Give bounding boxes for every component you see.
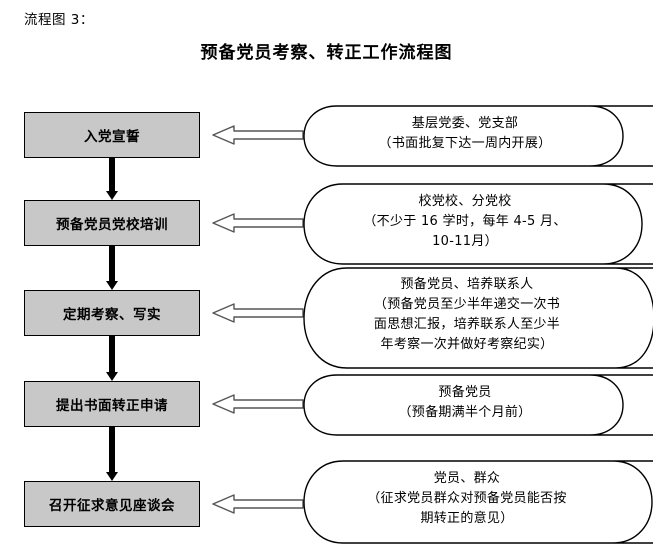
- flow-node-2[interactable]: 预备党员党校培训: [24, 200, 200, 246]
- page-title: 预备党员考察、转正工作流程图: [200, 43, 453, 63]
- callout-arrow-4: [212, 393, 304, 415]
- callout-5-line-2: （征求党员群众对预备党员能否按: [367, 491, 567, 507]
- callout-shape-2: [303, 183, 653, 265]
- connector-2-3: [106, 246, 118, 290]
- flow-node-5-label: 召开征求意见座谈会: [49, 498, 175, 514]
- callout-4-line-1: 预备党员: [438, 385, 492, 400]
- flow-node-1-label: 入党宣誓: [84, 129, 140, 145]
- flow-node-4[interactable]: 提出书面转正申请: [24, 381, 200, 427]
- callout-3-line-1: 预备党员、培养联系人: [400, 277, 534, 292]
- callout-5-line-1: 党员、群众: [433, 471, 501, 486]
- callout-shape-3: [303, 267, 653, 369]
- callout-shape-4: [303, 374, 653, 436]
- callout-5-line-3: 期转正的意见）: [420, 511, 514, 527]
- figure-caption: 流程图 3：: [24, 12, 94, 28]
- flow-node-3[interactable]: 定期考察、写实: [24, 290, 200, 336]
- callout-arrow-5: [212, 493, 304, 515]
- flow-node-1[interactable]: 入党宣誓: [24, 112, 200, 158]
- connector-1-2: [106, 158, 118, 200]
- callout-text-1: 基层党委、党支部 （书面批复下达一周内开展）: [315, 114, 615, 154]
- callout-arrow-1: [212, 124, 304, 146]
- callout-1-line-1: 基层党委、党支部: [411, 116, 519, 131]
- callout-2-line-2: （不少于 16 学时，每年 4-5 月、: [363, 214, 567, 230]
- callout-1-line-2: （书面批复下达一周内开展）: [378, 136, 552, 152]
- callout-3-line-2: （预备党员至少半年递交一次书: [373, 297, 561, 313]
- callout-shape-5: [303, 460, 653, 544]
- connector-4-5: [106, 427, 118, 481]
- callout-3-line-3: 面思想汇报，培养联系人至少半: [373, 317, 561, 333]
- connector-3-4: [106, 336, 118, 381]
- callout-arrow-2: [212, 212, 304, 234]
- flow-node-5[interactable]: 召开征求意见座谈会: [24, 481, 200, 527]
- callout-shape-1: [303, 105, 653, 167]
- callout-text-3: 预备党员、培养联系人 （预备党员至少半年递交一次书 面思想汇报，培养联系人至少半…: [311, 275, 623, 356]
- callout-text-2: 校党校、分党校 （不少于 16 学时，每年 4-5 月、 10-11月）: [315, 192, 615, 252]
- callout-2-line-3: 10-11月）: [432, 234, 498, 250]
- callout-4-line-2: （预备期满半个月前）: [398, 405, 532, 421]
- callout-text-4: 预备党员 （预备期满半个月前）: [315, 383, 615, 423]
- flow-node-2-label: 预备党员党校培训: [56, 217, 168, 233]
- callout-3-line-4: 年考察一次并做好考察纪实）: [380, 337, 554, 353]
- callout-2-line-1: 校党校、分党校: [418, 194, 512, 209]
- callout-text-5: 党员、群众 （征求党员群众对预备党员能否按 期转正的意见）: [311, 469, 623, 529]
- flow-node-3-label: 定期考察、写实: [63, 307, 161, 323]
- callout-arrow-3: [212, 302, 304, 324]
- flow-node-4-label: 提出书面转正申请: [56, 398, 168, 414]
